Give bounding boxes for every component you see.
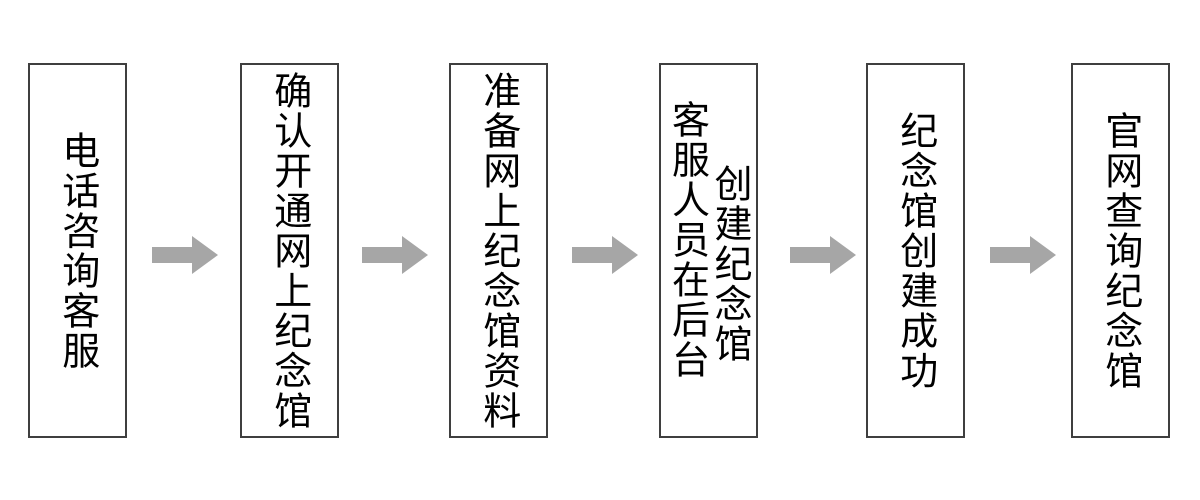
process-box-2[interactable]: 确认开通网上纪念馆 <box>240 63 339 438</box>
arrow-right-icon-4 <box>790 236 856 274</box>
process-box-6-label: 官网查询纪念馆 <box>1098 110 1143 391</box>
process-box-4[interactable]: 创建纪念馆 客服人员在后台 <box>659 63 758 438</box>
process-box-1-label: 电话咨询客服 <box>55 130 100 371</box>
process-box-2-label: 确认开通网上纪念馆 <box>267 70 312 431</box>
arrow-right-icon-2 <box>362 236 428 274</box>
process-box-4-label-column-2: 创建纪念馆 <box>708 163 753 364</box>
arrow-right-icon-5 <box>990 236 1056 274</box>
arrow-right-icon-1 <box>152 236 218 274</box>
process-box-3-label: 准备网上纪念馆资料 <box>476 70 521 431</box>
process-box-6[interactable]: 官网查询纪念馆 <box>1071 63 1170 438</box>
process-box-5[interactable]: 纪念馆创建成功 <box>866 63 965 438</box>
process-box-3[interactable]: 准备网上纪念馆资料 <box>449 63 548 438</box>
process-box-5-label: 纪念馆创建成功 <box>893 110 938 391</box>
process-box-1[interactable]: 电话咨询客服 <box>28 63 127 438</box>
process-box-4-label-column-1: 客服人员在后台 <box>665 99 710 380</box>
arrow-right-icon-3 <box>572 236 638 274</box>
